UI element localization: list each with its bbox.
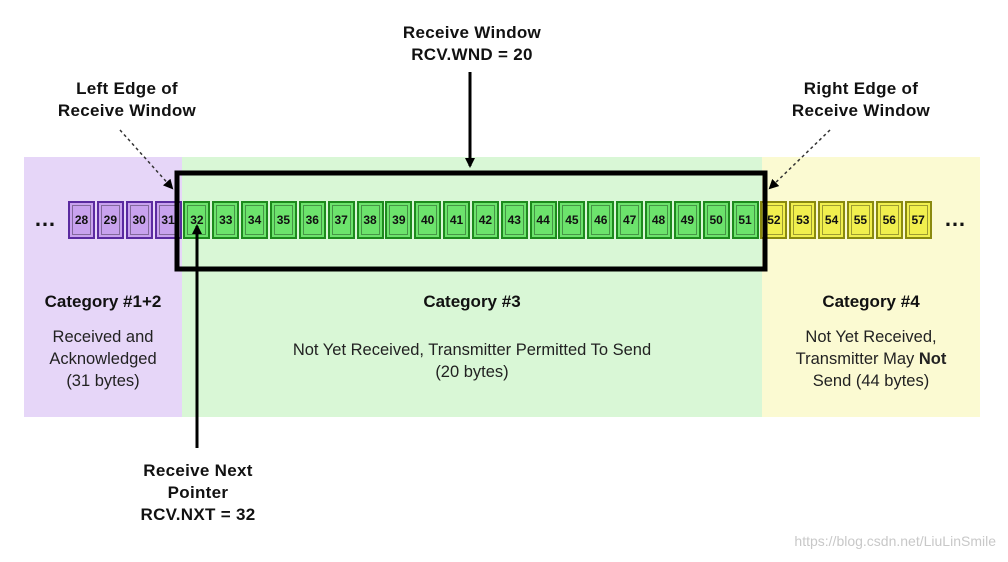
byte-number: 40 (421, 213, 435, 227)
category-1-2-line3: (31 bytes) (66, 372, 140, 390)
receive-next-line3: RCV.NXT = 32 (140, 505, 256, 524)
left-edge-arrow (119, 129, 174, 190)
byte-cell: 54 (818, 201, 846, 239)
byte-cell: 56 (875, 201, 903, 239)
right-edge-label: Right Edge of Receive Window (766, 78, 956, 122)
category-4-not-emphasis: Not (918, 350, 947, 368)
category-4-line1: Not Yet Received, (805, 328, 937, 346)
right-edge-arrow (768, 129, 831, 190)
byte-cell: 57 (904, 201, 932, 239)
byte-cell: 38 (356, 201, 384, 239)
right-edge-line1: Right Edge of (803, 79, 919, 98)
category-3-region (182, 157, 762, 417)
byte-cell: 51 (731, 201, 759, 239)
byte-number: 54 (824, 213, 839, 227)
byte-number: 52 (767, 213, 781, 227)
byte-number: 39 (392, 213, 406, 227)
left-edge-label: Left Edge of Receive Window (32, 78, 222, 122)
category-3-line2: (20 bytes) (435, 363, 509, 381)
category-4-line2: Transmitter May Not (762, 348, 980, 370)
byte-cell: 47 (616, 201, 644, 239)
category-3-title: Category #3 (423, 292, 521, 311)
category-4-region (762, 157, 980, 417)
byte-cell: 33 (212, 201, 240, 239)
byte-number: 51 (738, 213, 752, 227)
byte-cell: 50 (702, 201, 730, 239)
byte-cell: 48 (645, 201, 672, 239)
byte-number: 36 (305, 213, 319, 227)
byte-number: 33 (219, 213, 233, 227)
byte-number: 55 (853, 213, 868, 227)
category-4-desc: Not Yet Received, Transmitter May Not Se… (762, 326, 980, 392)
receive-window-box (174, 170, 768, 272)
left-edge-line2: Receive Window (57, 101, 197, 120)
byte-cell: 28 (68, 201, 95, 239)
byte-number: 53 (796, 213, 810, 227)
byte-cell: 44 (529, 201, 557, 239)
category-1-2-region (24, 157, 182, 417)
byte-number: 47 (622, 213, 637, 227)
receive-next-line2: Pointer (167, 483, 229, 502)
byte-number: 31 (161, 213, 175, 227)
category-3-line1: Not Yet Received, Transmitter Permitted … (292, 341, 652, 359)
byte-number: 49 (680, 213, 695, 227)
receive-next-line1: Receive Next (143, 461, 253, 480)
byte-cell: 40 (414, 201, 442, 239)
byte-number: 56 (882, 213, 896, 227)
byte-number: 48 (651, 213, 666, 227)
byte-cell: 49 (673, 201, 701, 239)
byte-number: 44 (536, 213, 550, 227)
byte-cell: 35 (269, 201, 297, 239)
byte-cell: 46 (587, 201, 615, 239)
receive-window-size: RCV.WND = 20 (411, 45, 533, 64)
category-4-line2a: Transmitter May (795, 350, 919, 368)
category-1-2-line1: Received and (52, 328, 154, 346)
byte-number: 50 (709, 213, 723, 227)
byte-cell: 41 (443, 201, 471, 239)
byte-number: 37 (334, 213, 348, 227)
byte-cell: 45 (558, 201, 586, 239)
byte-cell: 55 (846, 201, 874, 239)
right-edge-line2: Receive Window (791, 101, 931, 120)
left-edge-line1: Left Edge of (76, 79, 178, 98)
watermark: https://blog.csdn.net/LiuLinSmile (794, 533, 996, 549)
right-ellipsis: … (944, 206, 967, 231)
receive-next-label: Receive Next Pointer RCV.NXT = 32 (100, 460, 296, 526)
byte-number: 38 (363, 213, 377, 227)
category-1-2-line2: Acknowledged (49, 350, 157, 368)
byte-number: 28 (74, 213, 89, 227)
byte-cell: 42 (471, 201, 499, 239)
category-1-2-title: Category #1+2 (44, 292, 162, 311)
receive-window-label: Receive Window RCV.WND = 20 (372, 22, 572, 66)
byte-cell: 53 (789, 201, 817, 239)
byte-cell: 39 (385, 201, 413, 239)
byte-cell: 30 (125, 201, 153, 239)
byte-number: 30 (132, 213, 146, 227)
category-4-line3: Send (44 bytes) (812, 372, 930, 390)
category-1-2-desc: Received and Acknowledged (31 bytes) (24, 326, 182, 392)
left-ellipsis: … (34, 206, 57, 231)
byte-number: 46 (594, 213, 608, 227)
byte-cell: 43 (500, 201, 528, 239)
byte-cell: 36 (298, 201, 326, 239)
byte-cell: 29 (96, 201, 124, 239)
byte-cell: 34 (241, 201, 269, 239)
byte-number: 35 (276, 213, 291, 227)
category-3-desc: Not Yet Received, Transmitter Permitted … (222, 339, 722, 383)
category-4-title: Category #4 (822, 292, 920, 311)
byte-number: 42 (478, 213, 493, 227)
byte-number: 34 (247, 213, 262, 227)
byte-number: 43 (507, 213, 521, 227)
receive-window-title: Receive Window (402, 23, 542, 42)
byte-number: 45 (565, 213, 579, 227)
byte-number: 41 (449, 213, 464, 227)
byte-number: 29 (103, 213, 118, 227)
byte-number: 57 (911, 213, 925, 227)
byte-cell: 37 (327, 201, 355, 239)
byte-number: 32 (190, 213, 204, 227)
